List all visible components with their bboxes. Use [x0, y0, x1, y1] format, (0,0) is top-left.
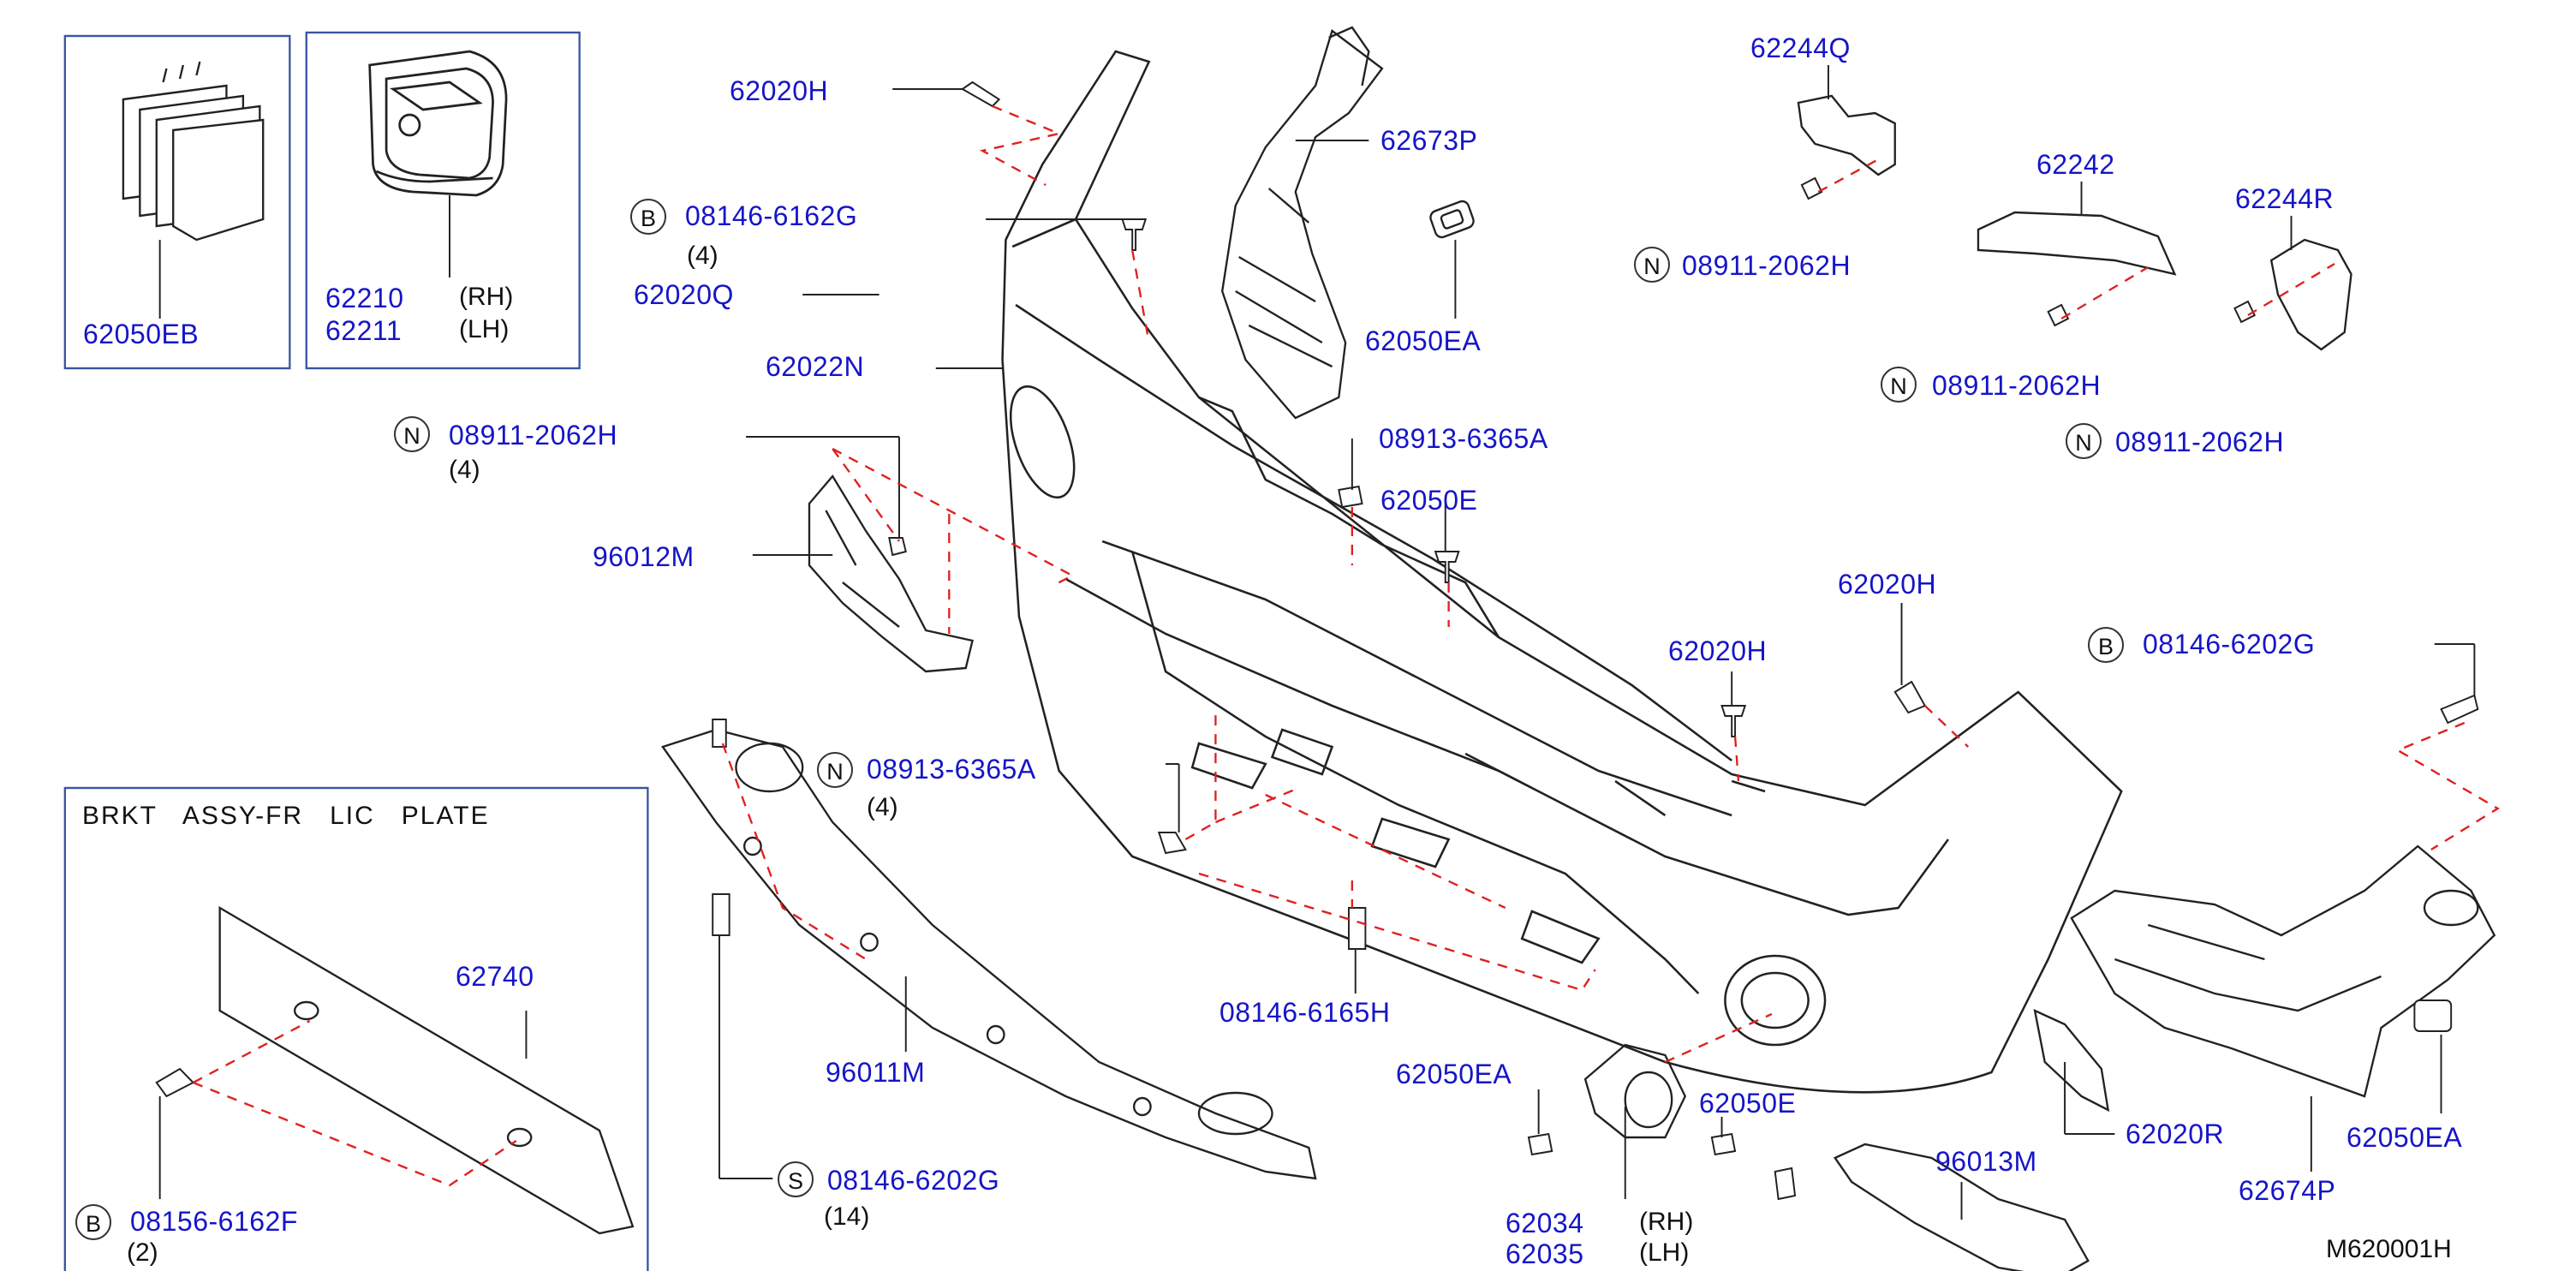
label-08913-6365A-low: 08913-6365A — [867, 754, 1036, 785]
bumper-fascia-drawing — [1001, 50, 2123, 1094]
inset-box-lic-plate — [63, 786, 649, 1271]
label-62050EB: 62050EB — [83, 319, 200, 349]
label-96012M: 96012M — [593, 541, 695, 572]
bracket-62673P-drawing — [1220, 26, 1384, 420]
label-08146-6165H: 08146-6165H — [1219, 997, 1391, 1028]
bolt-prefix-b-lic: B — [75, 1204, 111, 1240]
label-96013M: 96013M — [1935, 1146, 2037, 1177]
label-62211-side: (LH) — [459, 315, 510, 343]
bracket-62244Q-drawing — [1797, 94, 1896, 176]
label-62242: 62242 — [2036, 149, 2115, 180]
fog-lamp-drawing — [1583, 1043, 1687, 1139]
bracket-62244R-drawing — [2269, 238, 2352, 351]
label-62034: 62034 — [1506, 1208, 1584, 1238]
inset-box-62050EB — [63, 34, 291, 370]
assembly-dash-lines — [193, 104, 2500, 1187]
label-08911-2062H-242: 08911-2062H — [1932, 370, 2102, 401]
qty-08156-6162F: (2) — [127, 1238, 158, 1267]
label-62020H-mid: 62020H — [1668, 636, 1768, 666]
bolt-prefix-b-right: B — [2088, 627, 2124, 663]
label-96011M: 96011M — [826, 1057, 926, 1088]
lic-plate-bracket-drawing — [218, 905, 635, 1235]
inset-box-62210 — [305, 31, 581, 370]
fasteners-drawing — [155, 81, 2479, 1201]
diagram-reference: M620001H — [2326, 1235, 2452, 1263]
nut-prefix-n-low: N — [817, 752, 853, 788]
bracket-62020R-drawing — [2033, 1008, 2110, 1113]
label-08911-2062H-r: 08911-2062H — [2115, 427, 2285, 457]
label-62020H-top: 62020H — [730, 75, 829, 106]
insulator-drawing — [368, 50, 508, 197]
bracket-62242-drawing — [1977, 211, 2177, 276]
label-62740: 62740 — [456, 961, 534, 992]
label-62244Q: 62244Q — [1750, 33, 1851, 63]
label-62674P: 62674P — [2239, 1175, 2336, 1206]
bracket-62674P-drawing — [2070, 844, 2496, 1098]
clip-stack-drawing — [122, 61, 265, 242]
qty-08913-6365A-low: (4) — [867, 793, 898, 821]
label-62020Q: 62020Q — [634, 279, 734, 310]
bolt-prefix-b: B — [630, 199, 666, 235]
label-62035-side: (LH) — [1639, 1238, 1690, 1267]
label-62020H-right: 62020H — [1838, 569, 1937, 600]
nut-prefix-n-left: N — [394, 416, 430, 452]
qty-08146-6202G-low: (14) — [824, 1202, 870, 1231]
clip-62050EA-drawing — [1429, 200, 1475, 239]
bolt-prefix-s: S — [778, 1161, 814, 1197]
label-62035: 62035 — [1506, 1238, 1584, 1269]
label-08911-2062H-q: 08911-2062H — [1682, 250, 1852, 281]
leader-lines — [158, 65, 2476, 1220]
reinforcement-96011M-drawing — [660, 728, 1317, 1180]
label-08146-6202G-right: 08146-6202G — [2143, 629, 2316, 659]
label-62211: 62211 — [325, 315, 402, 346]
nut-prefix-n-242: N — [1881, 367, 1917, 403]
qty-08911-2062H-left: (4) — [449, 456, 480, 484]
label-62050EA-right: 62050EA — [2346, 1122, 2463, 1153]
label-62034-side: (RH) — [1639, 1208, 1694, 1236]
label-08913-6365A-mid: 08913-6365A — [1379, 423, 1548, 454]
nut-prefix-n-q: N — [1634, 247, 1670, 283]
label-08911-2062H-left: 08911-2062H — [449, 420, 618, 451]
label-62244R: 62244R — [2235, 183, 2334, 214]
nut-prefix-n-r: N — [2066, 423, 2102, 459]
label-62050E-low: 62050E — [1699, 1088, 1797, 1119]
label-08146-6202G-low: 08146-6202G — [827, 1165, 1000, 1196]
label-62210: 62210 — [325, 283, 404, 313]
bracket-96012M-drawing — [808, 474, 974, 673]
lic-plate-box-title: BRKT ASSY-FR LIC PLATE — [82, 802, 490, 830]
label-62050EA-low: 62050EA — [1396, 1059, 1512, 1089]
label-08156-6162F: 08156-6162F — [130, 1206, 298, 1237]
bracket-96013M-drawing — [1833, 1143, 2090, 1271]
label-08146-6162G: 08146-6162G — [685, 200, 858, 231]
label-62673P: 62673P — [1380, 125, 1478, 156]
label-62050EA-top: 62050EA — [1365, 325, 1482, 356]
label-62020R: 62020R — [2126, 1119, 2225, 1149]
label-62210-side: (RH) — [459, 283, 514, 311]
qty-08146-6162G: (4) — [687, 242, 719, 270]
label-62022N: 62022N — [766, 351, 865, 382]
label-62050E-mid: 62050E — [1380, 485, 1478, 516]
